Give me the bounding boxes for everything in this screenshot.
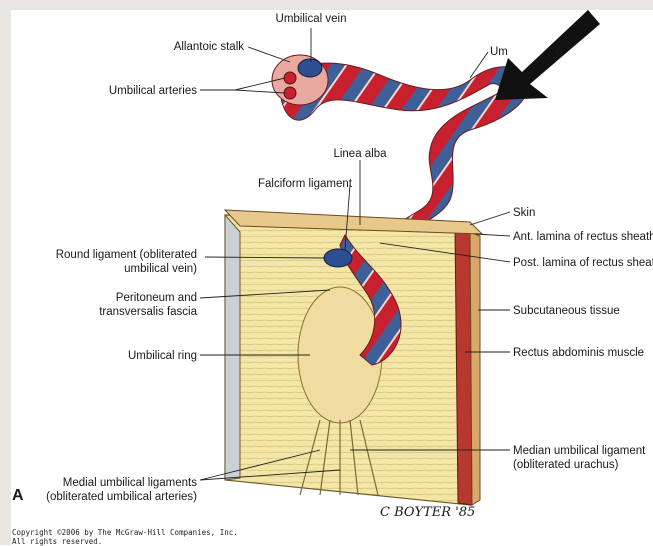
label-umbilical-vein: Umbilical vein — [276, 13, 347, 25]
label-skin: Skin — [513, 207, 535, 219]
label-round-ligament-1: Round ligament (obliterated — [56, 249, 197, 261]
umbilical-artery-section-1 — [284, 72, 296, 84]
label-falciform-ligament: Falciform ligament — [258, 178, 353, 190]
label-post-lamina: Post. lamina of rectus sheath — [513, 257, 653, 269]
copyright-line-1: Copyright ©2006 by The McGraw-Hill Compa… — [12, 528, 238, 537]
subcutaneous-layer — [470, 232, 480, 505]
copyright-notice: Copyright ©2006 by The McGraw-Hill Compa… — [12, 528, 238, 546]
umbilical-vein-section — [298, 59, 322, 77]
label-medial-lig-2: (obliterated umbilical arteries) — [46, 491, 197, 503]
label-peritoneum-2: transversalis fascia — [99, 306, 197, 318]
round-ligament-section — [324, 249, 352, 267]
figure-letter: A — [12, 487, 24, 504]
rectus-muscle-layer — [455, 228, 472, 505]
label-round-ligament-2: umbilical vein) — [124, 263, 197, 275]
label-medial-lig-1: Medial umbilical ligaments — [63, 477, 197, 489]
label-umbilical-arteries: Umbilical arteries — [109, 85, 197, 97]
arrow-icon — [495, 10, 600, 100]
umbilical-artery-section-2 — [284, 87, 296, 99]
label-median-lig-1: Median umbilical ligament — [513, 445, 646, 457]
label-rectus-muscle: Rectus abdominis muscle — [513, 347, 644, 359]
label-umbilical-ring: Umbilical ring — [128, 350, 197, 362]
label-linea-alba: Linea alba — [333, 148, 387, 160]
artist-signature: C BOYTER '85 — [380, 505, 475, 520]
label-peritoneum-1: Peritoneum and — [116, 292, 197, 304]
label-ant-lamina: Ant. lamina of rectus sheath — [513, 231, 653, 243]
label-umbilical-cord-partial-2: d — [556, 46, 562, 58]
label-median-lig-2: (obliterated urachus) — [513, 459, 619, 471]
left-cut-face — [225, 215, 240, 480]
label-subcutaneous: Subcutaneous tissue — [513, 305, 620, 317]
label-allantoic-stalk: Allantoic stalk — [174, 41, 245, 53]
label-umbilical-cord-partial: Um — [490, 46, 508, 58]
